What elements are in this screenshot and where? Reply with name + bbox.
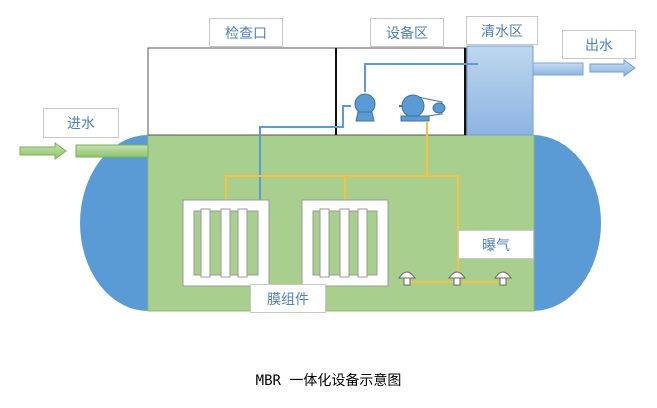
water-inlet-label: 进水	[43, 108, 119, 138]
aeration-diffuser-1	[398, 271, 416, 286]
equipment-room	[335, 47, 467, 136]
blower-icon	[399, 94, 446, 122]
outlet-pipe	[532, 62, 584, 76]
aeration-label: 曝气	[458, 230, 534, 259]
clear-water-zone	[466, 45, 534, 136]
membrane-module-label: 膜组件	[250, 284, 326, 313]
water-outlet-label: 出水	[562, 30, 636, 59]
diagram-caption: MBR 一体化设备示意图	[255, 373, 402, 389]
inlet-pipe	[75, 144, 149, 158]
equipment-zone-label: 设备区	[370, 18, 444, 47]
aeration-diffuser-2	[448, 271, 466, 286]
membrane-module-2	[301, 199, 389, 287]
water-pump-icon	[354, 93, 376, 122]
outlet-arrow	[589, 59, 636, 77]
inspection-port-label: 检查口	[209, 18, 283, 47]
pump-outlet-pipe	[364, 63, 478, 92]
aeration-diffuser-3	[494, 271, 512, 286]
membrane-module-1	[182, 199, 270, 287]
inlet-arrow	[19, 142, 67, 160]
clear-water-zone-label: 清水区	[466, 16, 538, 45]
permeate-pipe	[259, 105, 351, 200]
inspection-room	[147, 47, 337, 136]
